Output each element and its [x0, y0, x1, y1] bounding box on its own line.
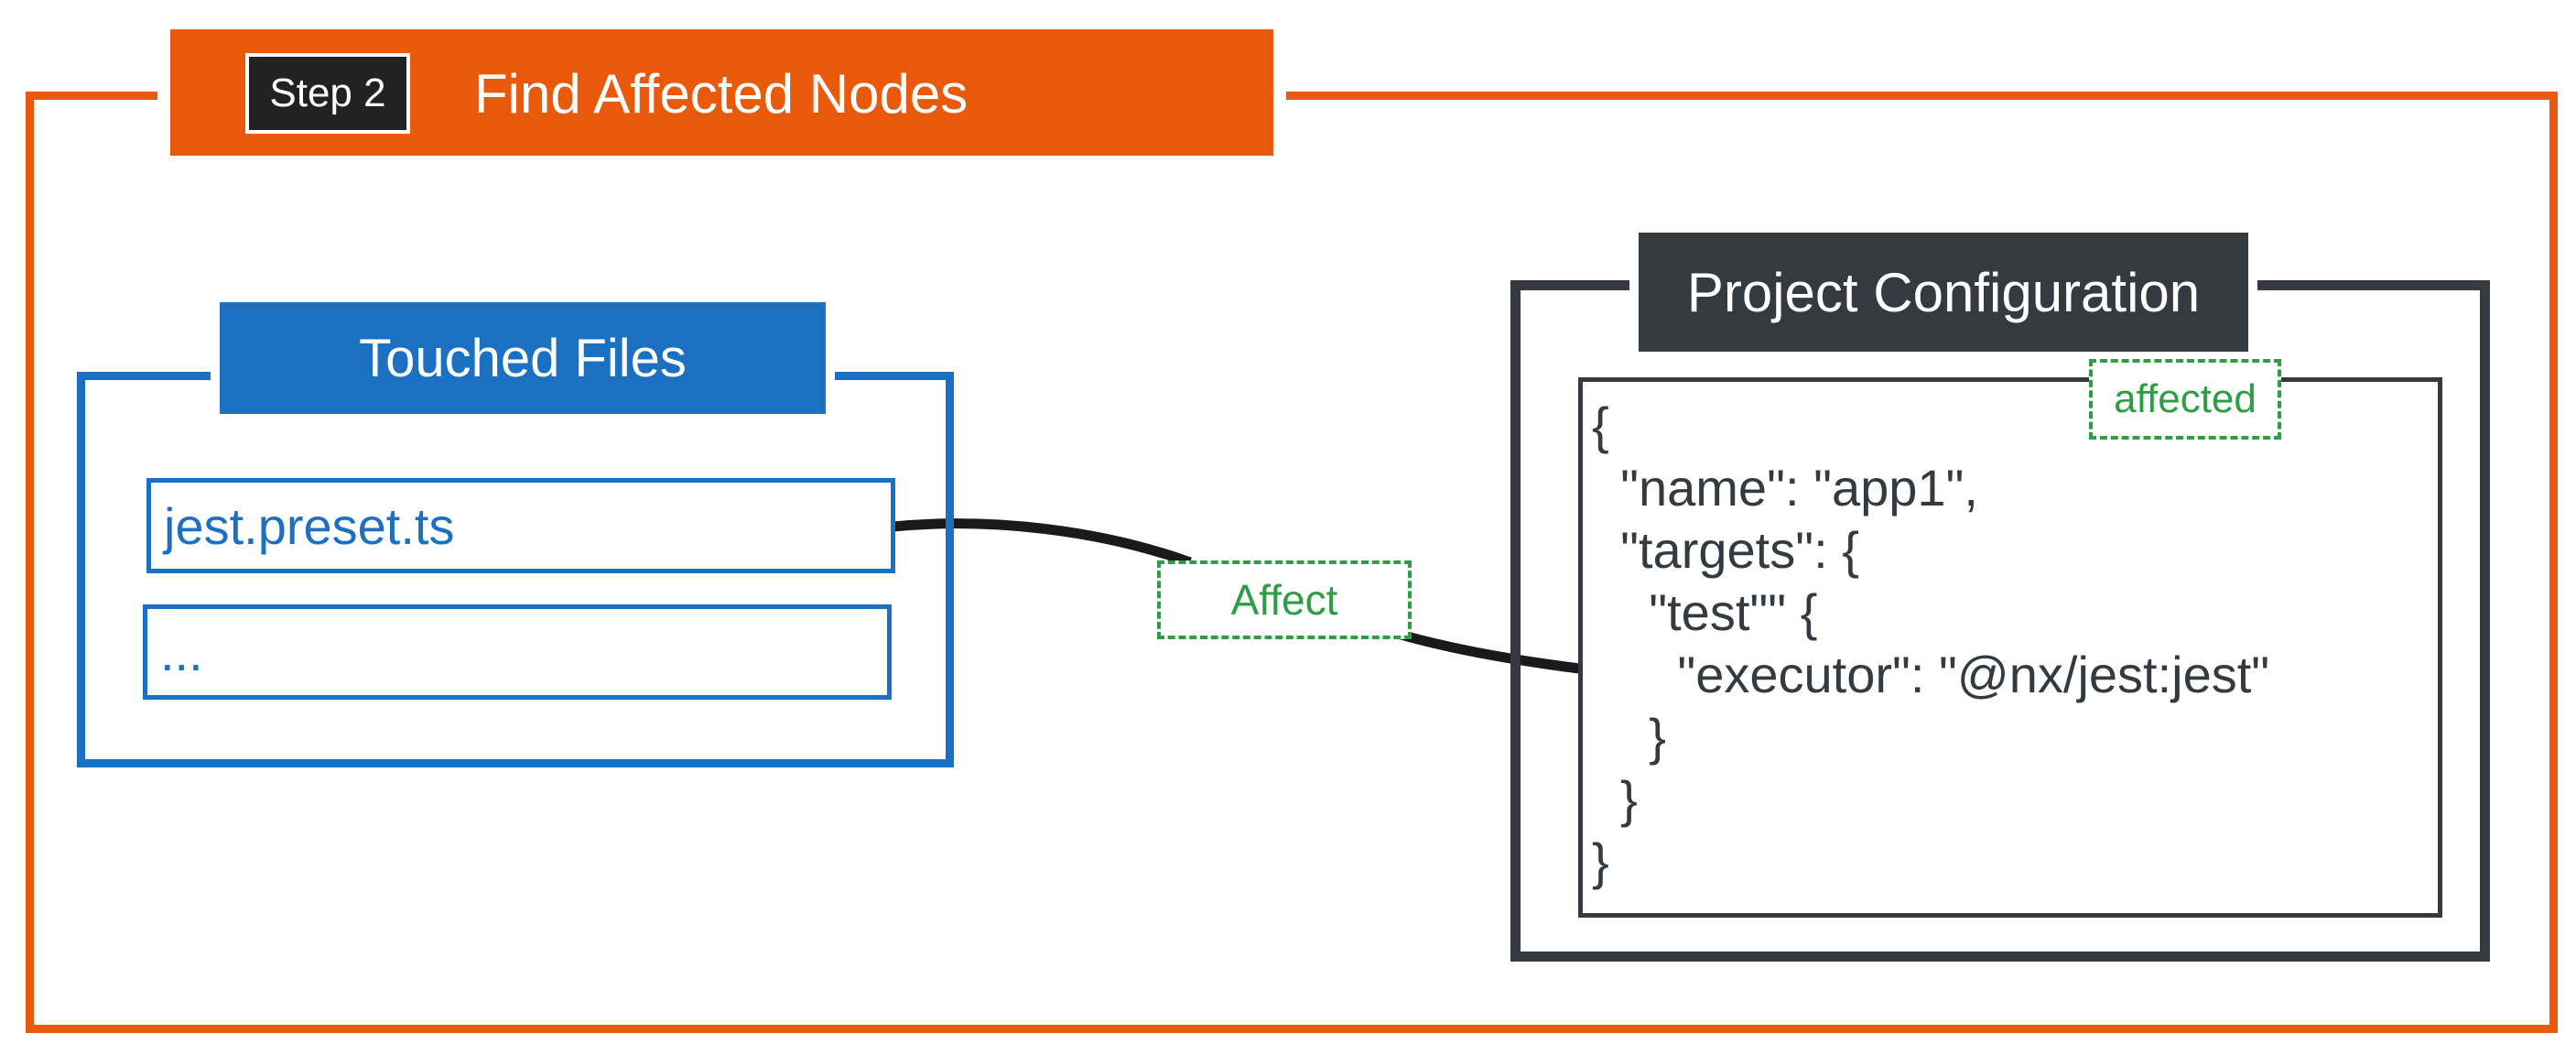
- touched-files-title: Touched Files: [211, 302, 835, 414]
- project-configuration-title: Project Configuration: [1629, 233, 2257, 352]
- step-frame: [26, 92, 2558, 1033]
- step-badge: Step 2: [245, 53, 410, 134]
- touched-file-item: ...: [143, 604, 892, 700]
- code-line: {: [1592, 397, 1609, 454]
- affect-label: Affect: [1157, 560, 1412, 639]
- connector-line-1: [893, 518, 1192, 568]
- step-title: Find Affected Nodes: [474, 62, 969, 125]
- code-line: "targets": {: [1592, 521, 1859, 579]
- code-line: }: [1592, 708, 1666, 766]
- affected-badge: affected: [2089, 359, 2281, 440]
- code-line-executor: "executor": "@nx/jest:jest": [1592, 646, 2270, 703]
- code-line: }: [1592, 832, 1609, 890]
- code-line: }: [1592, 770, 1638, 828]
- code-line: "test"" {: [1592, 583, 1818, 641]
- touched-file-item: jest.preset.ts: [146, 478, 895, 573]
- code-line: "name": "app1",: [1592, 459, 1978, 517]
- project-config-code: { "name": "app1", "targets": { "test"" {…: [1578, 377, 2442, 918]
